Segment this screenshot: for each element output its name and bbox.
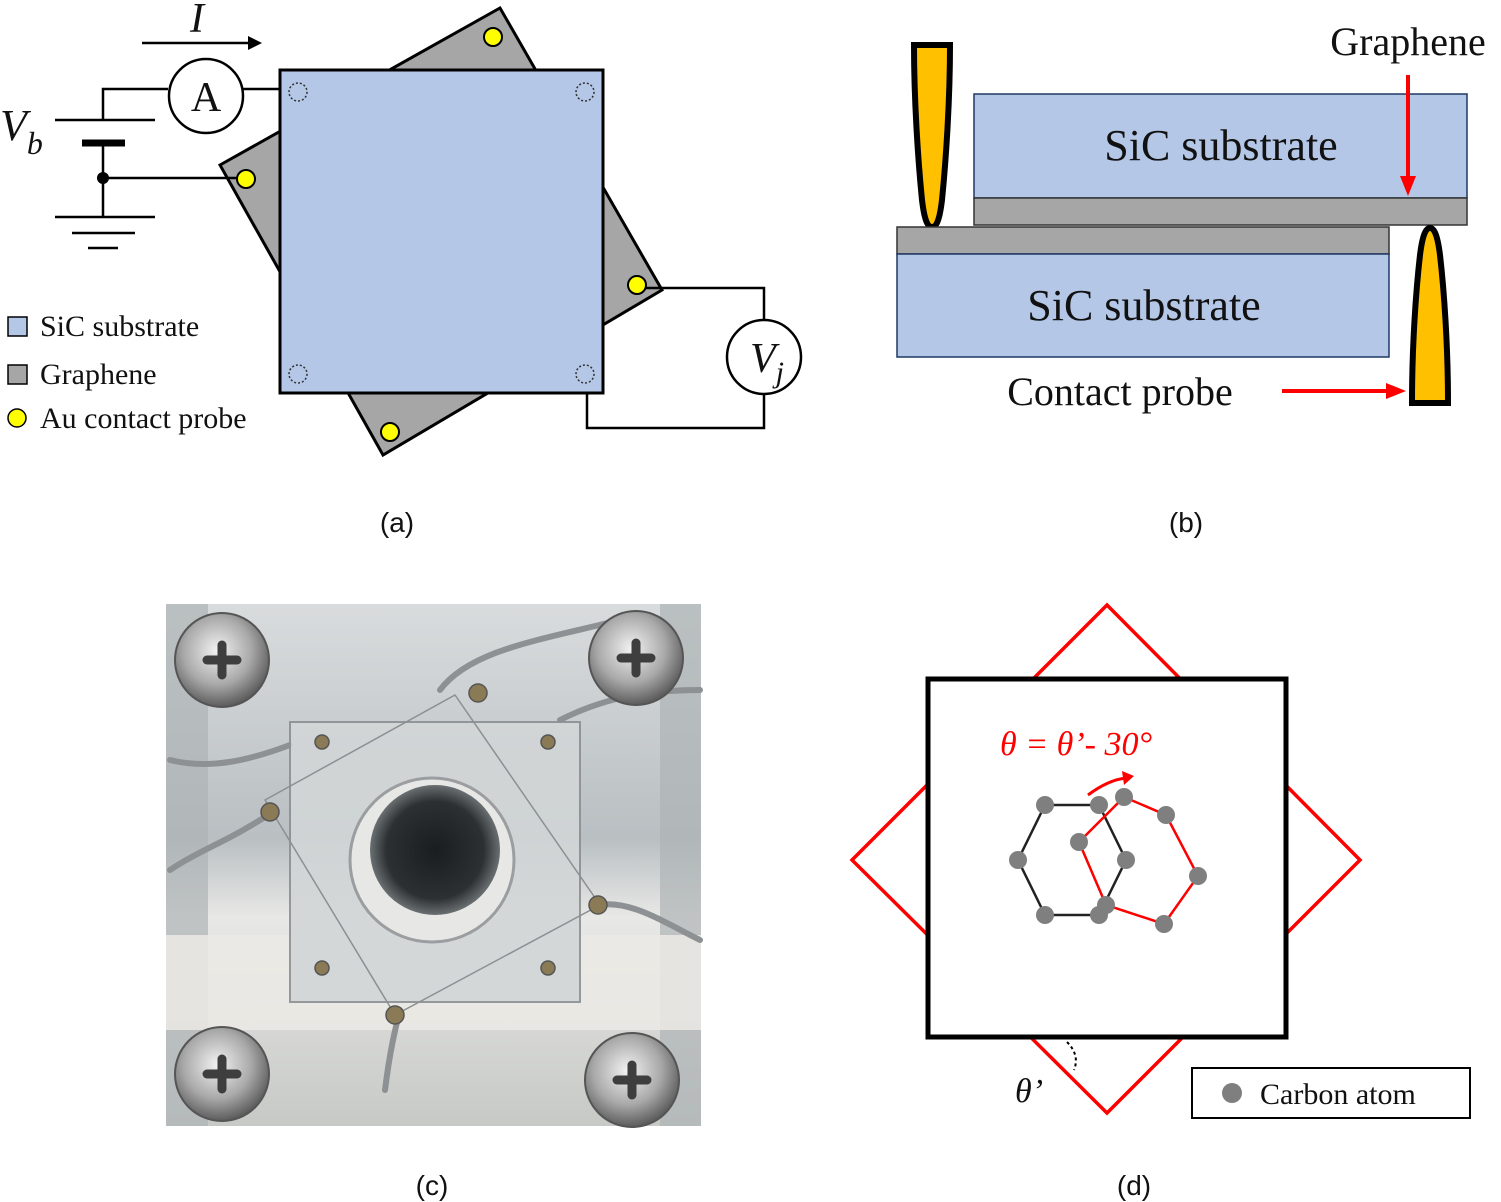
ammeter-label: A <box>191 75 222 121</box>
carbon-atom <box>1157 806 1175 824</box>
left-contact-probe <box>910 42 954 231</box>
angle-label: θ’ <box>1015 1073 1043 1110</box>
carbon-atom <box>1117 851 1135 869</box>
right-contact-probe <box>1408 224 1452 406</box>
carbon-atom <box>1090 796 1108 814</box>
voltmeter-label-main: V <box>750 336 780 382</box>
legend-label-graphene: Graphene <box>40 358 157 391</box>
carbon-atom <box>1097 896 1115 914</box>
bias-label: Vb <box>0 101 43 161</box>
angle-arc <box>1066 1041 1077 1071</box>
bias-label-main: V <box>0 101 32 150</box>
au-contact-dot <box>483 27 503 47</box>
top-substrate-label: SiC substrate <box>1104 121 1337 170</box>
carbon-atom <box>1115 788 1133 806</box>
angle-formula: θ = θ’- 30° <box>1000 726 1152 763</box>
au-contact-dot <box>236 169 256 189</box>
reference-square <box>925 676 1289 1040</box>
caption-a: (a) <box>380 507 414 538</box>
voltmeter-label: Vj <box>750 336 784 389</box>
carbon-atom <box>1036 796 1054 814</box>
rotation-arrowhead <box>1122 771 1134 785</box>
bias-label-sub: b <box>27 125 43 161</box>
photo-screws <box>174 610 684 1128</box>
legend-label-sic: SiC substrate <box>40 310 199 343</box>
panel-a: A Vj I Vb SiC substrate Graphene Au cont… <box>0 0 803 538</box>
panel-d: θ = θ’- 30° θ’ Carbon atom <box>849 602 1471 1201</box>
top-sic-substrate <box>973 93 1468 199</box>
voltmeter <box>725 318 803 396</box>
top-graphene-layer <box>973 197 1468 226</box>
legend-d <box>1191 1067 1471 1119</box>
carbon-atoms <box>1009 788 1207 933</box>
carbon-atom <box>1070 833 1088 851</box>
carbon-atom <box>1155 915 1173 933</box>
carbon-atom <box>1009 851 1027 869</box>
legend-swatch-au <box>7 408 27 428</box>
sic-substrate <box>278 68 605 395</box>
legend-atom-label: Carbon atom <box>1260 1078 1416 1111</box>
current-label: I <box>189 0 206 42</box>
junction-dot <box>97 172 109 184</box>
legend-a: SiC substrate Graphene Au contact probe <box>7 310 247 435</box>
current-arrowhead <box>248 36 262 50</box>
bottom-sic-substrate <box>896 253 1390 358</box>
panel-b: SiC substrate SiC substrate Graphene Con… <box>896 19 1486 538</box>
legend-swatch-sic <box>7 316 28 337</box>
caption-b: (b) <box>1169 507 1203 538</box>
au-contact-dot <box>380 422 400 442</box>
photo-probe-pins <box>260 683 608 1025</box>
caption-d: (d) <box>1117 1170 1151 1201</box>
circuit-wires <box>55 87 766 430</box>
corner-marker <box>575 82 595 102</box>
photo-hole <box>370 785 500 915</box>
graphene-arrowhead <box>1400 176 1416 196</box>
legend-swatch-graphene <box>7 364 28 385</box>
rotation-arrow <box>1087 776 1127 797</box>
legend-atom-swatch <box>1222 1083 1242 1103</box>
au-contact-dot <box>627 275 647 295</box>
corner-marker <box>288 364 308 384</box>
graphene-label: Graphene <box>1330 19 1485 64</box>
probe-arrowhead <box>1386 383 1406 399</box>
ammeter <box>167 57 245 135</box>
bottom-substrate-label: SiC substrate <box>1027 281 1260 330</box>
legend-label-au: Au contact probe <box>40 402 247 435</box>
carbon-atom <box>1036 906 1054 924</box>
voltmeter-label-sub: j <box>772 356 784 389</box>
panel-c-photo: (c) <box>166 604 703 1201</box>
bottom-graphene-layer <box>896 226 1390 255</box>
corner-marker <box>575 364 595 384</box>
carbon-atom <box>1189 867 1207 885</box>
caption-c: (c) <box>416 1170 449 1201</box>
probe-label: Contact probe <box>1007 369 1233 414</box>
corner-marker <box>288 82 308 102</box>
